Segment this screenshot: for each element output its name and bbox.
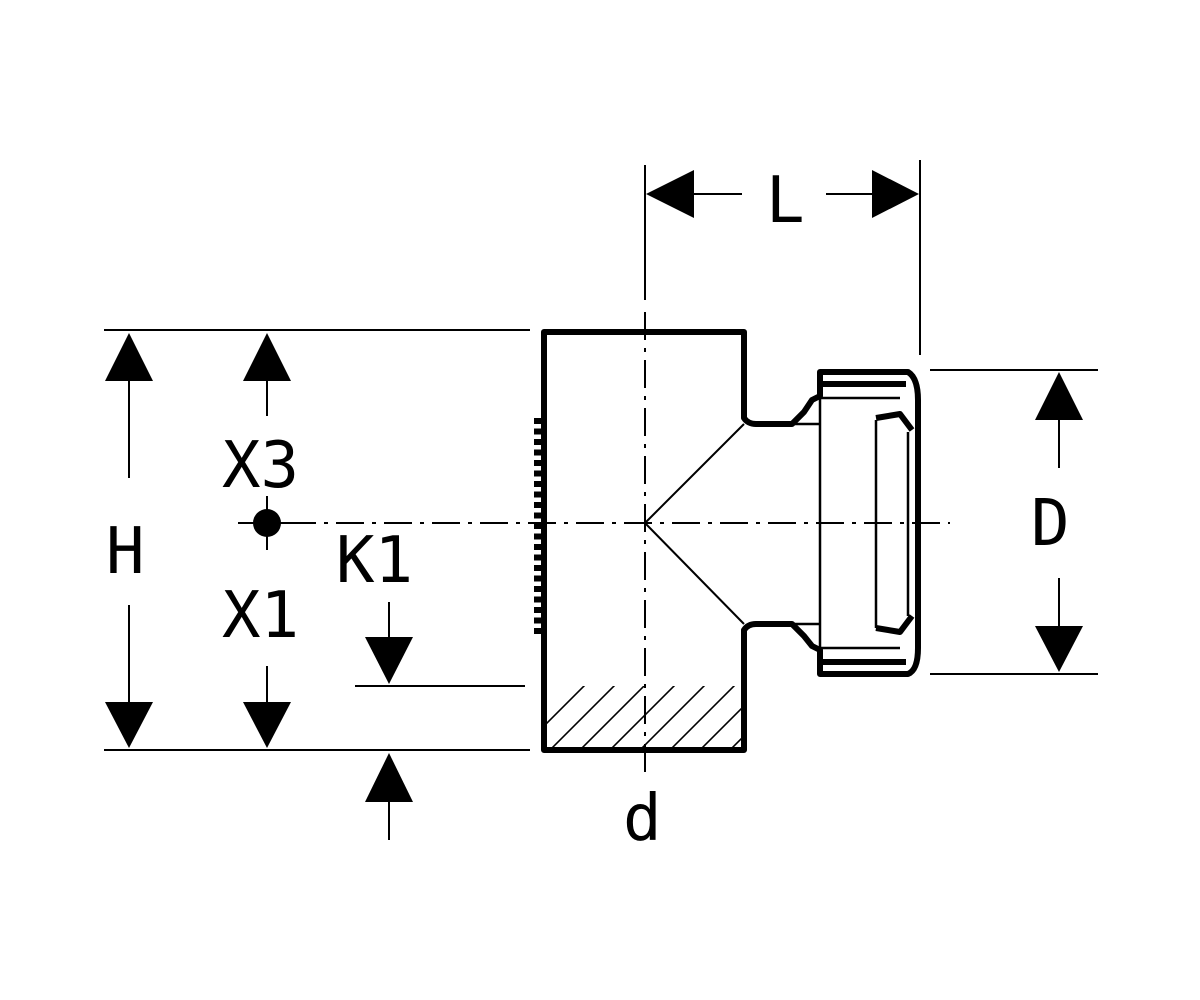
rib-mark bbox=[534, 575, 546, 582]
rib-mark bbox=[534, 617, 546, 624]
rib-mark bbox=[534, 607, 546, 613]
rib-mark bbox=[534, 449, 546, 456]
rib-mark bbox=[534, 428, 546, 435]
reference-point bbox=[253, 509, 281, 537]
tee-fitting-body bbox=[541, 329, 921, 753]
rib-mark bbox=[534, 502, 546, 508]
rib-mark bbox=[534, 586, 546, 592]
rib-mark bbox=[534, 596, 546, 603]
extension-lines bbox=[104, 160, 1098, 751]
rib-mark bbox=[534, 628, 546, 634]
dimension-L bbox=[646, 170, 919, 218]
rib-mark bbox=[534, 439, 546, 445]
rib-mark bbox=[534, 512, 546, 519]
rib-mark bbox=[534, 481, 546, 487]
ribbed-face bbox=[534, 418, 546, 634]
label-X1: X1 bbox=[222, 579, 299, 653]
dimension-X3-X1 bbox=[238, 333, 298, 748]
rib-mark bbox=[534, 491, 546, 498]
dimension-H bbox=[105, 333, 153, 748]
rib-mark bbox=[534, 418, 546, 424]
label-K1: K1 bbox=[336, 524, 413, 598]
rib-mark bbox=[534, 544, 546, 550]
dimension-K1 bbox=[365, 602, 413, 840]
rib-mark bbox=[534, 460, 546, 466]
rib-mark bbox=[534, 554, 546, 561]
label-L: L bbox=[766, 164, 805, 238]
rib-mark bbox=[534, 565, 546, 571]
rib-mark bbox=[534, 533, 546, 540]
label-D: D bbox=[1031, 487, 1070, 561]
center-lines bbox=[240, 312, 950, 778]
rib-mark bbox=[534, 523, 546, 529]
dimension-D bbox=[1035, 372, 1083, 672]
rib-mark bbox=[534, 470, 546, 477]
label-d: d bbox=[623, 782, 662, 856]
label-X3: X3 bbox=[222, 429, 299, 503]
section-hatching bbox=[545, 686, 743, 749]
label-H: H bbox=[106, 515, 145, 589]
